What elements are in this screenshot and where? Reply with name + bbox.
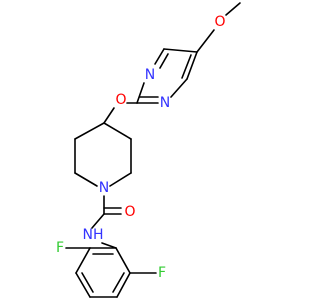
bond-ar-c4-c5-double xyxy=(81,272,94,293)
bond-ar-c5-c6 xyxy=(75,247,91,274)
bond-pip-c5-c4 xyxy=(74,122,105,140)
bond-pip-n-c6 xyxy=(74,172,98,187)
bond-n3-c4 xyxy=(154,48,165,65)
pyrimidine-n-upper-label: N xyxy=(145,67,155,83)
bond-c5-c6 xyxy=(186,51,198,80)
bond-ar-c1-c2 xyxy=(115,247,131,274)
bond-c6-n1 xyxy=(170,78,188,98)
fluorine-right-label: F xyxy=(158,265,166,281)
bond-n3-c4-double xyxy=(159,53,169,69)
amide-nh-label: NH xyxy=(83,227,104,243)
ether-oxygen-label: O xyxy=(115,92,126,108)
bond-methyl-o xyxy=(225,2,241,16)
methoxy-oxygen-label: O xyxy=(214,14,225,30)
bond-c-nh xyxy=(91,213,105,229)
bond-ar-c4-c5 xyxy=(75,272,91,298)
pyrimidine-n-lower-label: N xyxy=(160,95,170,111)
piperidine-nitrogen-label: N xyxy=(99,180,109,196)
bond-layer xyxy=(65,2,241,298)
bond-ar-c2-c3 xyxy=(116,272,131,298)
fluorine-left-label: F xyxy=(56,240,64,256)
carbonyl-oxygen-label: O xyxy=(124,204,135,220)
molecule-structure: O N N O N O NH F F xyxy=(56,2,241,298)
bond-ar-c2-c3-double xyxy=(112,272,125,293)
bond-pip-c2-n xyxy=(109,172,132,187)
bond-pip-c4-c3 xyxy=(103,122,132,140)
bond-c5-c6-double xyxy=(181,54,192,79)
atom-label-layer: O N N O N O NH F F xyxy=(56,14,226,281)
bond-o-c4pip xyxy=(103,107,115,124)
bond-o-c5 xyxy=(196,29,215,53)
bond-c4-c5 xyxy=(163,48,198,53)
bond-c2-n3 xyxy=(136,82,145,104)
bond-nh-aryl xyxy=(101,242,117,249)
